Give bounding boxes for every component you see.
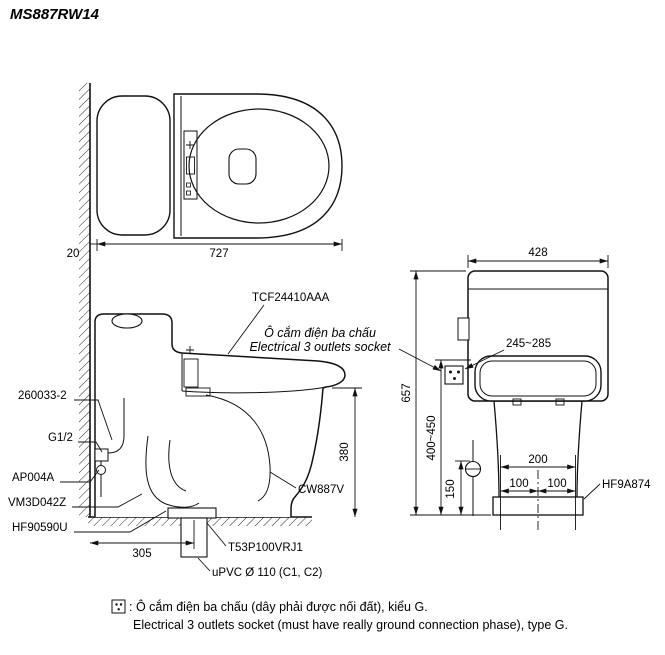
pedestal-left (493, 400, 500, 498)
footer-note-vi: : Ô cắm điện ba chấu (dây phải được nối … (129, 599, 428, 614)
dim-100a-label: 100 (509, 478, 528, 490)
dim-428-label: 428 (528, 247, 547, 259)
dim-100b-label: 100 (547, 478, 566, 490)
wall-hatch (79, 83, 90, 517)
pedestal-right (576, 400, 583, 498)
valve-knob (96, 465, 106, 475)
label-washlet: TCF24410AAA (252, 292, 330, 304)
top-view (96, 93, 343, 239)
washlet-rear (474, 355, 602, 402)
label-g12: G1/2 (48, 432, 73, 444)
side-bracket (457, 317, 470, 341)
flush-knob (111, 313, 143, 329)
dim-380-label: 380 (339, 442, 351, 461)
tank-lid-top (96, 95, 171, 236)
label-ap004a: AP004A (12, 472, 55, 484)
socket-icon (444, 365, 464, 385)
dim-400-450-label: 400~450 (426, 415, 438, 460)
dim-657-label: 657 (401, 383, 413, 402)
socket-note-en: Electrical 3 outlets socket (249, 340, 391, 354)
plus-mark-top (186, 141, 194, 149)
label-flange: T53P100VRJ1 (228, 542, 303, 554)
wall-section (79, 83, 91, 517)
trapway (145, 435, 200, 508)
top-view-dimensions (90, 239, 343, 251)
dim-200-label: 200 (528, 454, 547, 466)
dim-727-label: 727 (209, 248, 228, 260)
label-hf9a874: HF9A874 (602, 479, 651, 491)
seat-hinge-box (183, 358, 199, 388)
side-view-annotations (60, 304, 442, 572)
label-hf90590u: HF90590U (12, 522, 68, 534)
bowl-contour (205, 394, 271, 502)
footer-note-en: Electrical 3 outlets socket (must have r… (133, 618, 568, 632)
drawing-title: MS887RW14 (10, 6, 100, 23)
dim-305-label: 305 (132, 548, 151, 560)
socket-icon-small (111, 599, 126, 614)
plus-mark-side (186, 346, 194, 354)
drain-flange (167, 507, 217, 519)
toilet-side-outline (94, 313, 346, 517)
rear-view-dimensions (410, 255, 609, 533)
seat-outline-top (173, 93, 343, 239)
bowl-rim-top (188, 108, 330, 224)
label-260033: 260033-2 (18, 390, 67, 402)
control-panel (183, 130, 198, 200)
socket-symbol (444, 365, 464, 385)
dim-245-285-label: 245~285 (506, 338, 551, 350)
socket-note-vi: Ô cắm điện ba chấu (264, 325, 376, 340)
rear-view (457, 270, 609, 516)
seat-underside (181, 386, 327, 394)
dim-20-label: 20 (67, 248, 80, 260)
label-pipe: uPVC Ø 110 (C1, C2) (212, 567, 323, 579)
label-bowl: CW887V (298, 484, 344, 496)
footer-note: : Ô cắm điện ba chấu (dây phải được nối … (111, 599, 568, 632)
water-spot (228, 148, 257, 185)
dim-150-label: 150 (445, 479, 457, 498)
label-vm3d042z: VM3D042Z (8, 497, 66, 509)
side-view (94, 313, 346, 558)
